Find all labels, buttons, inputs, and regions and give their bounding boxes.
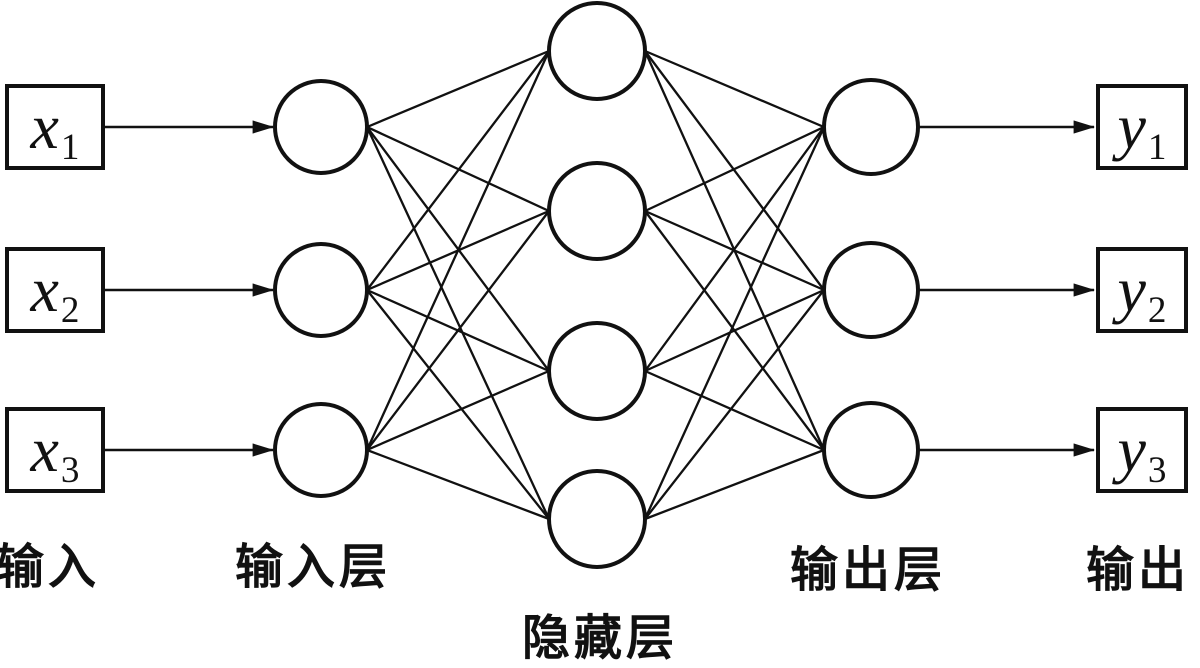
connection-line: [365, 448, 551, 521]
caption-input: 输入: [0, 541, 101, 594]
output-box-label: y2: [1118, 258, 1167, 330]
variable-letter: y: [1117, 414, 1146, 485]
variable-subscript: 2: [1147, 290, 1167, 332]
connection-line: [365, 125, 551, 521]
output-box-y3: y3: [1096, 407, 1188, 493]
caption-hidden-layer: 隐藏层: [521, 612, 679, 665]
variable-subscript: 2: [60, 290, 80, 332]
connection-line: [365, 49, 551, 452]
output-box-y2: y2: [1096, 247, 1188, 333]
output-box-y1: y1: [1096, 84, 1188, 170]
connection-line: [365, 209, 551, 452]
hidden-neuron-4: [547, 469, 647, 569]
connection-line: [643, 448, 826, 521]
variable-letter: y: [1117, 254, 1146, 325]
input-box-x3: x3: [5, 407, 105, 493]
connection-line: [643, 288, 826, 373]
output-box-label: y3: [1118, 418, 1167, 490]
caption-output: 输出: [1085, 544, 1191, 597]
caption-output-layer: 输出层: [789, 544, 947, 597]
connection-line: [365, 288, 551, 521]
hidden-neuron-2: [547, 161, 647, 261]
input-box-label: x2: [31, 258, 80, 330]
output-neuron-3: [822, 401, 920, 499]
variable-subscript: 3: [1147, 450, 1167, 492]
variable-subscript: 3: [60, 450, 80, 492]
input-neuron-2: [273, 242, 369, 338]
connection-line: [643, 49, 826, 129]
connection-line: [365, 49, 551, 292]
variable-letter: x: [30, 254, 59, 325]
caption-input-layer: 输入层: [234, 541, 392, 594]
variable-letter: y: [1117, 91, 1146, 162]
input-neuron-1: [273, 79, 369, 175]
input-box-label: x3: [31, 418, 80, 490]
connection-line: [643, 125, 826, 373]
output-neuron-1: [822, 78, 920, 176]
output-box-label: y1: [1118, 95, 1167, 167]
connection-line: [643, 369, 826, 452]
output-neuron-2: [822, 241, 920, 339]
input-neuron-3: [273, 402, 369, 498]
variable-subscript: 1: [60, 127, 80, 169]
input-box-label: x1: [31, 95, 80, 167]
hidden-neuron-1: [547, 1, 647, 101]
connection-line: [643, 125, 826, 213]
variable-letter: x: [30, 414, 59, 485]
variable-subscript: 1: [1147, 127, 1167, 169]
connection-line: [365, 49, 551, 129]
variable-letter: x: [30, 91, 59, 162]
connection-line: [643, 288, 826, 521]
connection-line: [643, 125, 826, 521]
hidden-neuron-3: [547, 321, 647, 421]
input-box-x1: x1: [5, 84, 105, 170]
connection-line: [643, 49, 826, 292]
connection-line: [365, 369, 551, 452]
input-box-x2: x2: [5, 247, 105, 333]
